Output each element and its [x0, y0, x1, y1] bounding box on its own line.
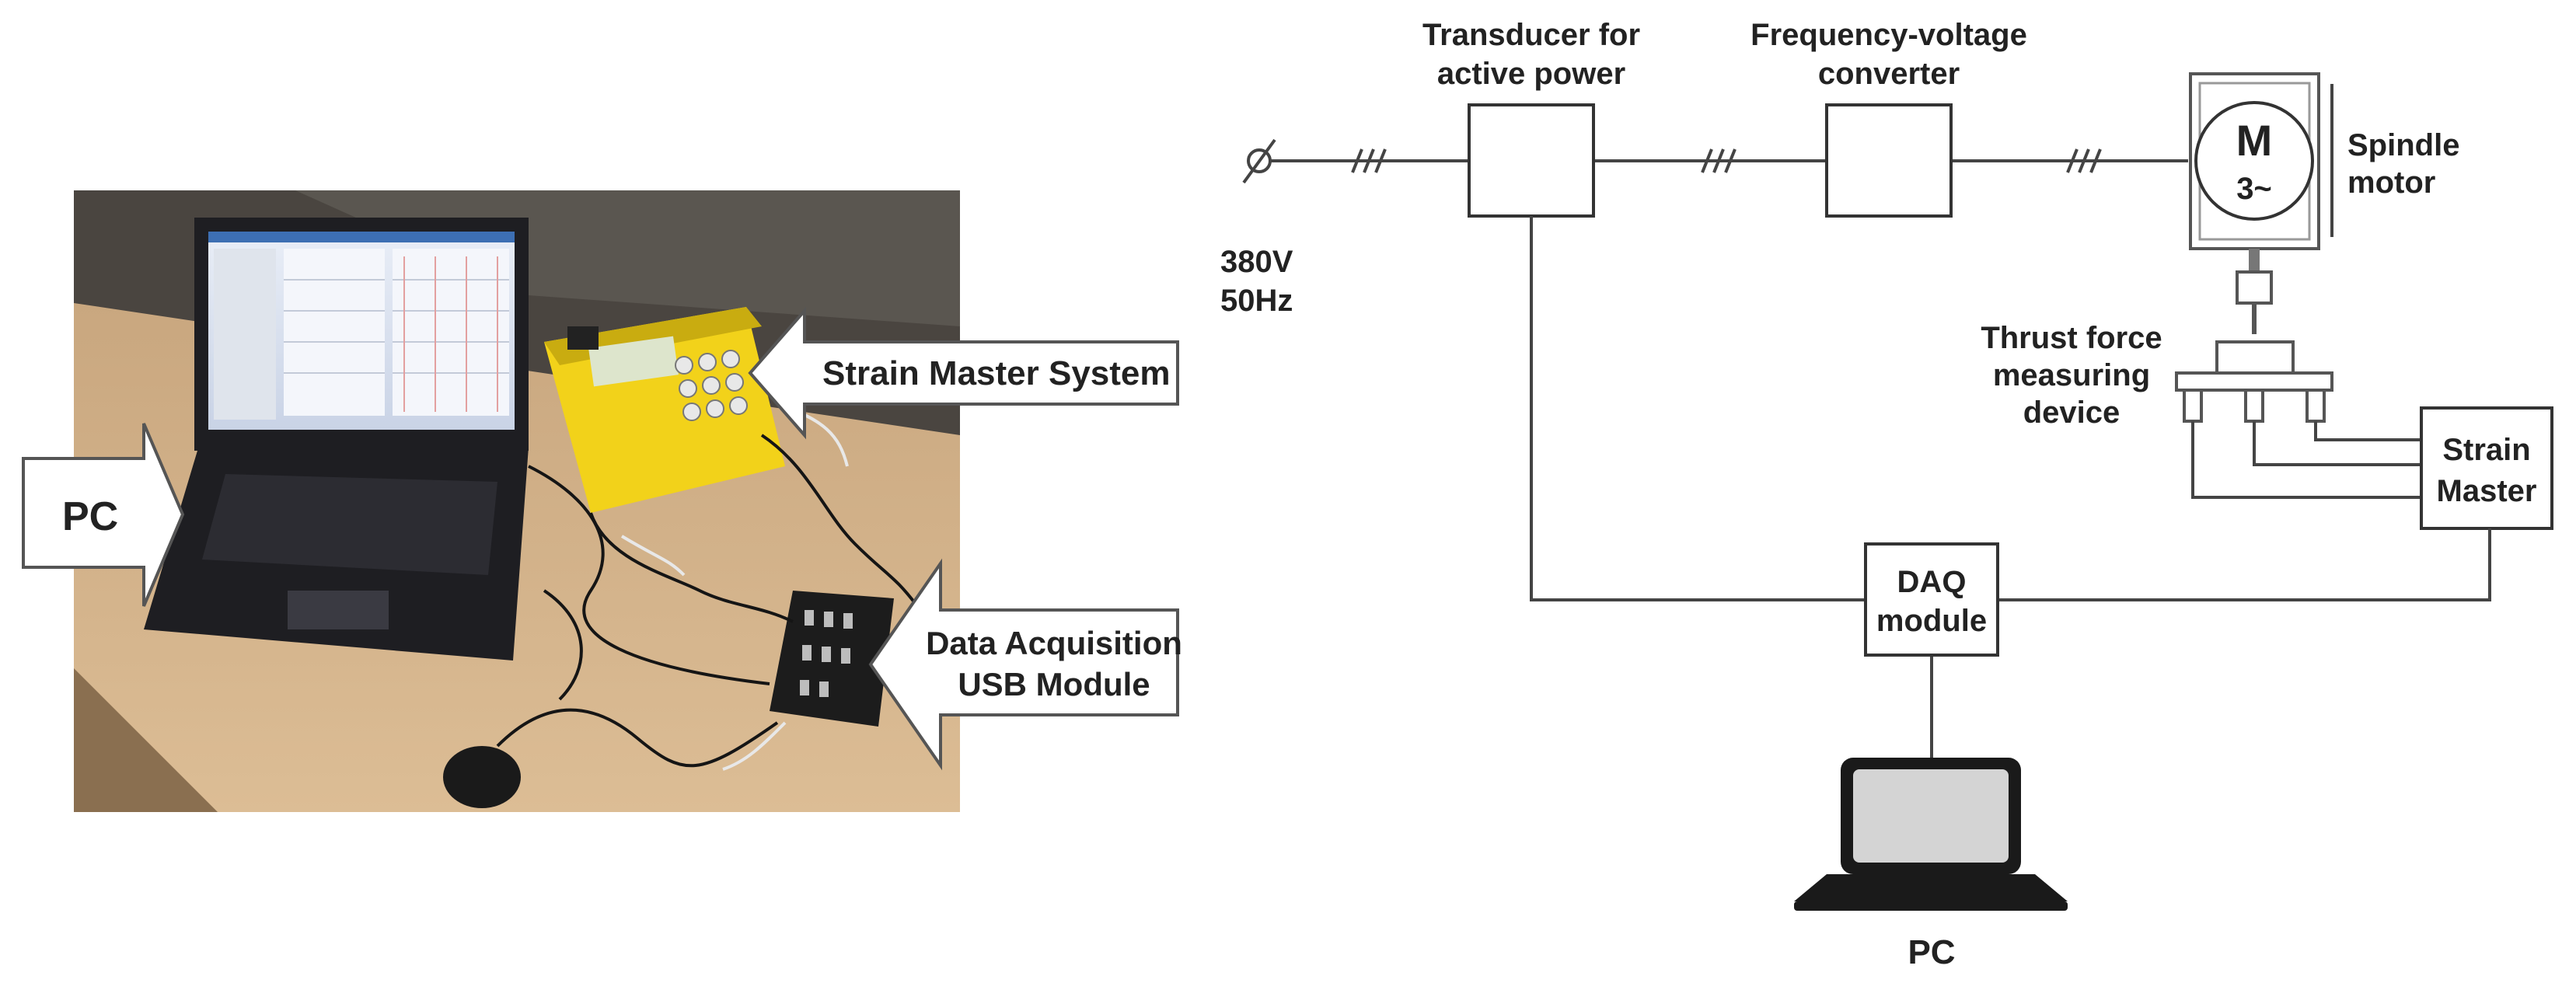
schematic-diagram: 380V 50Hz Transducer for active power Fr… [1220, 18, 2553, 971]
cables-image [496, 434, 919, 768]
daq-callout-arrow [868, 558, 1179, 771]
daq-box [1864, 542, 1999, 657]
pc-callout: PC [22, 423, 185, 607]
sensor-wire-2 [2253, 421, 2421, 466]
thrust-label-line2: measuring [1993, 358, 2150, 392]
converter-label-line1: Frequency-voltage [1750, 18, 2027, 52]
strain-master-label-line1: Strain [2442, 433, 2530, 467]
sensor-wire-3 [2191, 421, 2421, 499]
spindle-motor-symbol: M 3~ [2189, 72, 2333, 334]
pc-label: PC [1908, 933, 1955, 971]
transducer-label-line1: Transducer for [1422, 18, 1640, 52]
thrust-label-line3: device [2023, 396, 2120, 430]
laptop-keyboard [202, 474, 497, 575]
strain-master-label-line2: Master [2437, 474, 2537, 508]
transducer-to-daq-wire [1530, 216, 1866, 601]
motor-phase-label: 3~ [2236, 172, 2272, 206]
daq-callout-label-line1: Data Acquisition [926, 625, 1182, 661]
daq-label-line2: module [1876, 604, 1987, 638]
sensor-wire-1 [2314, 421, 2421, 441]
strain-master-to-daq-wire [1998, 528, 2491, 601]
thrust-label-line1: Thrust force [1981, 321, 2162, 355]
daq-module-image [770, 591, 894, 727]
three-phase-mark-3 [2066, 148, 2102, 173]
three-phase-mark-2 [1701, 148, 1737, 173]
daq-callout: Data Acquisition USB Module [868, 558, 1182, 771]
strain-master-callout-arrow [748, 306, 1179, 440]
supply-voltage-label: 380V [1220, 245, 1293, 279]
pc-laptop-icon [1794, 758, 2068, 911]
daq-label-line1: DAQ [1897, 565, 1967, 599]
daq-callout-label-line2: USB Module [958, 666, 1150, 702]
motor-symbol-label: M [2236, 116, 2273, 165]
transducer-box [1468, 103, 1595, 218]
setup-photo [74, 190, 960, 812]
laptop-image [144, 218, 529, 661]
mouse-image [443, 746, 521, 808]
thrust-device-symbol [2175, 340, 2333, 423]
supply-frequency-label: 50Hz [1220, 284, 1293, 318]
three-phase-mark-1 [1351, 148, 1387, 173]
strain-master-callout: Strain Master System [748, 306, 1179, 440]
strain-master-box [2420, 406, 2553, 530]
transducer-label-line2: active power [1437, 57, 1625, 91]
laptop-touchpad [288, 591, 389, 629]
motor-label-line2: motor [2347, 166, 2435, 200]
converter-label-line2: converter [1818, 57, 1960, 91]
pc-callout-label: PC [62, 494, 118, 539]
strain-master-callout-label: Strain Master System [822, 354, 1171, 392]
pc-callout-arrow [22, 423, 185, 607]
strain-master-device-image [544, 307, 785, 513]
converter-box [1825, 103, 1953, 218]
motor-label-line1: Spindle [2347, 128, 2459, 162]
